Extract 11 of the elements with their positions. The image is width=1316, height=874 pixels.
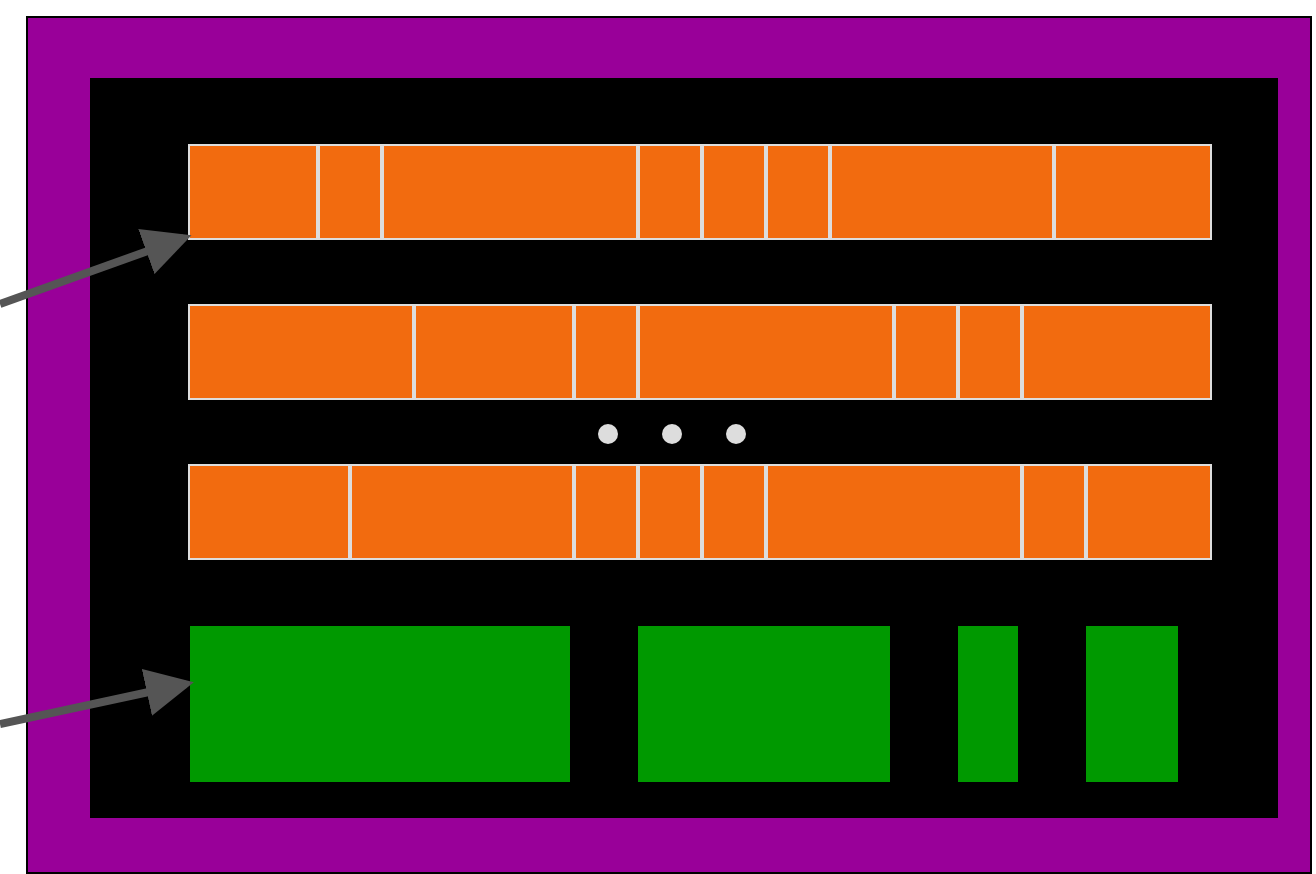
segmented-bar — [188, 144, 1212, 240]
block — [958, 626, 1018, 782]
outer-frame — [26, 16, 1312, 874]
arrow — [0, 668, 194, 728]
segmented-bar — [188, 304, 1212, 400]
segmented-bar — [188, 464, 1212, 560]
inner-panel — [90, 78, 1278, 818]
block — [1086, 626, 1178, 782]
arrow — [0, 228, 192, 308]
block — [190, 626, 570, 782]
block — [638, 626, 890, 782]
